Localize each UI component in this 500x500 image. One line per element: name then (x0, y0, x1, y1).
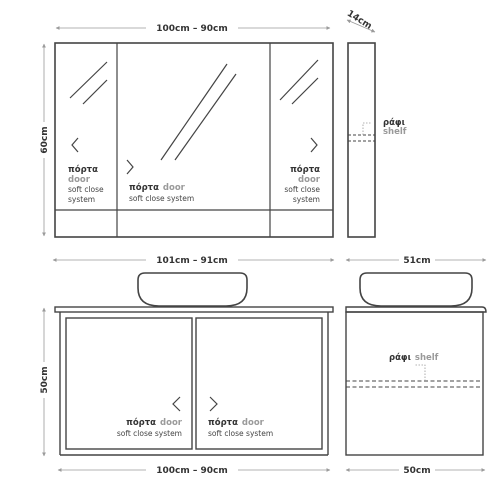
vanity-right-door (195, 317, 323, 450)
vanity-left-door (65, 317, 193, 450)
countertop-front (54, 306, 334, 313)
countertop-depth-label: 51cm (403, 256, 430, 266)
vanity-front: 101cm – 91cm 50cm πόρτα door soft close … (37, 253, 335, 476)
mirror-right-door-note2: system (293, 195, 320, 204)
vanity-left-door-label: πόρτα door (126, 412, 183, 429)
mirror-cabinet-side: 14cm ράφι shelf (345, 9, 407, 238)
vanity-width-label: 100cm – 90cm (156, 466, 228, 476)
vanity-side-outline (345, 311, 484, 456)
basin-front (137, 272, 248, 307)
mirror-cabinet-front: 100cm – 90cm 60cm πόρτα door soft close … (37, 21, 334, 238)
mirror-center-door-note: soft close system (129, 194, 194, 203)
center-door-handle-icon (126, 159, 134, 175)
vanity-shelf-label: ράφι shelf (389, 347, 439, 364)
mirror-left-door-note1: soft close (68, 185, 104, 194)
countertop-side (345, 306, 487, 313)
mirror-height-label: 60cm (40, 126, 50, 153)
mirror-reflection-marks (69, 59, 319, 161)
mirror-left-door-note2: system (68, 195, 95, 204)
mirror-side-outline (347, 42, 376, 238)
vanity-height-label: 50cm (40, 366, 50, 393)
vanity-right-door-label: πόρτα door (208, 412, 265, 429)
left-door-handle-icon (71, 137, 79, 153)
countertop-width-label: 101cm – 91cm (156, 256, 228, 266)
mirror-center-door-label: πόρτα door (129, 177, 186, 194)
mirror-right-door-note1: soft close (284, 185, 320, 194)
mirror-shelf-label-en: shelf (383, 127, 407, 137)
mirror-width-label: 100cm – 90cm (156, 24, 228, 34)
mirror-depth-dimension-line (346, 19, 376, 33)
mirror-depth-label: 14cm (345, 9, 373, 32)
mirror-shelf-label: ράφι (383, 118, 405, 128)
vanity-right-door-note: soft close system (208, 429, 273, 438)
vanity-side: 51cm ράφι shelf 50cm (345, 253, 487, 476)
vanity-depth-label: 50cm (403, 466, 430, 476)
mirror-left-door-label-en: door (68, 175, 91, 185)
mirror-cabinet-outline (54, 42, 334, 238)
mirror-right-door-label: πόρτα (290, 164, 320, 175)
basin-side (359, 272, 473, 307)
mirror-right-door-label-en: door (298, 175, 321, 185)
vanity-left-door-note: soft close system (117, 429, 182, 438)
mirror-left-door-label: πόρτα (68, 164, 98, 175)
right-door-handle-icon (310, 137, 318, 153)
vanity-left-handle-icon (172, 396, 181, 412)
vanity-right-handle-icon (209, 396, 218, 412)
